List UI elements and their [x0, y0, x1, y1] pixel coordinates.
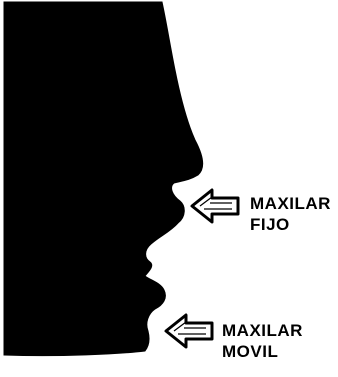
label-maxilar-movil: MAXILAR MOVIL [222, 320, 303, 362]
left-arrow-icon [192, 190, 238, 222]
label-maxilar-movil-line2: MOVIL [222, 341, 303, 362]
label-maxilar-fijo-line1: MAXILAR [250, 193, 331, 214]
label-maxilar-fijo-line2: FIJO [250, 214, 331, 235]
left-arrow-icon [166, 315, 212, 347]
arrow-maxilar-movil [166, 315, 212, 347]
arrow-maxilar-fijo [192, 190, 238, 222]
face-profile-silhouette [4, 2, 203, 356]
label-maxilar-movil-line1: MAXILAR [222, 320, 303, 341]
label-maxilar-fijo: MAXILAR FIJO [250, 193, 331, 235]
